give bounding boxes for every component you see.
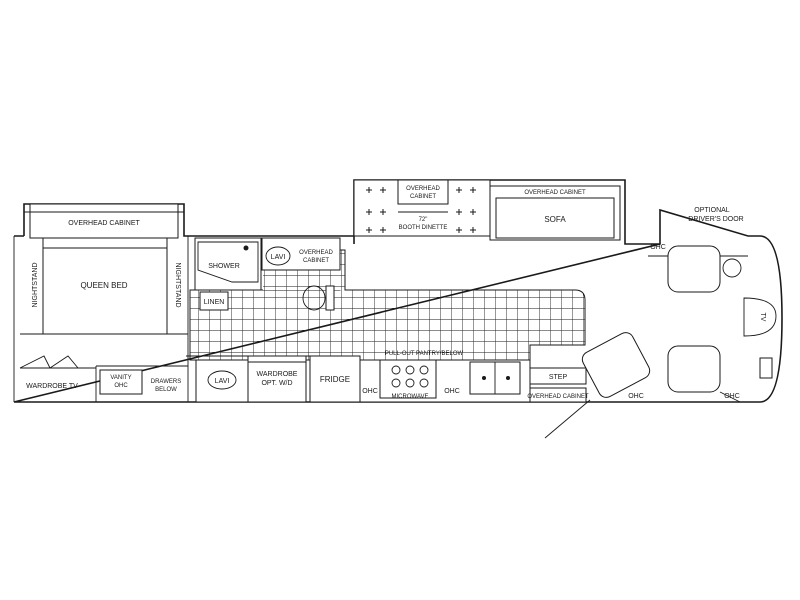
label-ohc-kitchen-2: OHC [444,388,460,395]
entry-step [529,367,587,385]
living-area [353,179,621,241]
shower-drain-icon [243,245,249,251]
label-vanity: VANITY [110,375,131,381]
label-overhead-cabinet-bedroom: OVERHEAD CABINET [68,220,140,227]
label-sofa: SOFA [544,215,566,224]
label-step: STEP [549,374,568,381]
dash-panel [759,357,773,379]
wardrobe [247,355,307,403]
label-shower: SHOWER [208,263,240,270]
galley [359,359,587,403]
label-72-inch: 72" [419,217,428,223]
driver-seat [667,245,721,293]
label-nightstand-right: NIGHTSTAND [174,263,181,308]
bedroom [19,203,189,402]
hall-lavi [207,370,237,390]
label-cabinet-bath: CABINET [303,258,329,264]
dinette-seat-markers [366,187,476,233]
label-booth-dinette: BOOTH DINETTE [399,225,448,231]
fridge [309,355,361,403]
tv-console [743,297,777,337]
vanity-ohc [99,369,143,395]
shower-stall [197,241,259,283]
toilet-icon [302,285,326,311]
label-tv: TV [759,313,766,322]
label-wardrobe: WARDROBE [257,371,298,378]
label-ohc-front-1: OHC [628,393,644,400]
passenger-seat [667,345,721,393]
swivel-chair [581,332,651,398]
label-optional: OPTIONAL [694,207,730,214]
entry-door-pointer [544,399,591,439]
label-drawers: DRAWERS [151,379,181,385]
label-ohc-kitchen-1: OHC [362,388,378,395]
bedroom-overhead-cabinet [29,203,179,239]
label-overhead-dinette: OVERHEAD [406,186,440,192]
bath-enclosure [194,237,262,291]
label-cabinet-dinette: CABINET [410,194,436,200]
label-drawers-below: BELOW [155,387,177,393]
label-wardrobe-wd: OPT. W/D [261,380,292,387]
label-vanity-ohc: OHC [114,383,128,389]
hall-lavi-vanity [195,359,249,403]
label-ohc-front-3: OHC [650,244,666,251]
label-overhead-cabinet-sofa: OVERHEAD CABINET [524,190,586,196]
cooktop [379,359,437,399]
linen-closet [199,291,229,311]
entry-overhead-cabinet [529,387,587,403]
bath-vanity [261,237,341,271]
label-overhead-bath: OVERHEAD [299,250,333,256]
label-nightstand-left: NIGHTSTAND [32,263,39,308]
label-drivers-door: DRIVER'S DOOR [688,216,743,223]
bath-lavi [265,246,291,266]
label-pullout-pantry: PULL-OUT PANTRY/BELOW [385,351,464,357]
queen-bed [42,237,168,335]
dinette-overhead-cabinet [397,179,449,205]
label-linen: LINEN [204,299,225,306]
steering-wheel-icon [722,258,742,278]
room-labels: OVERHEAD CABINET QUEEN BED NIGHTSTAND NI… [26,186,766,400]
label-microwave: MICROWAVE [392,394,429,400]
label-lavi-hall: LAVI [215,378,230,385]
label-queen-bed: QUEEN BED [80,281,127,290]
hall-cabinets [186,355,361,403]
label-overhead-cabinet-entry: OVERHEAD CABINET [527,394,589,400]
label-lavi-bath: LAVI [271,254,286,261]
label-ohc-front-2: OHC [724,393,740,400]
label-fridge: FRIDGE [320,375,350,384]
exterior-wall [13,179,783,403]
label-wardrobe-tv: WARDROBE TV [26,383,78,390]
bathroom [194,237,341,311]
cockpit [544,245,777,439]
